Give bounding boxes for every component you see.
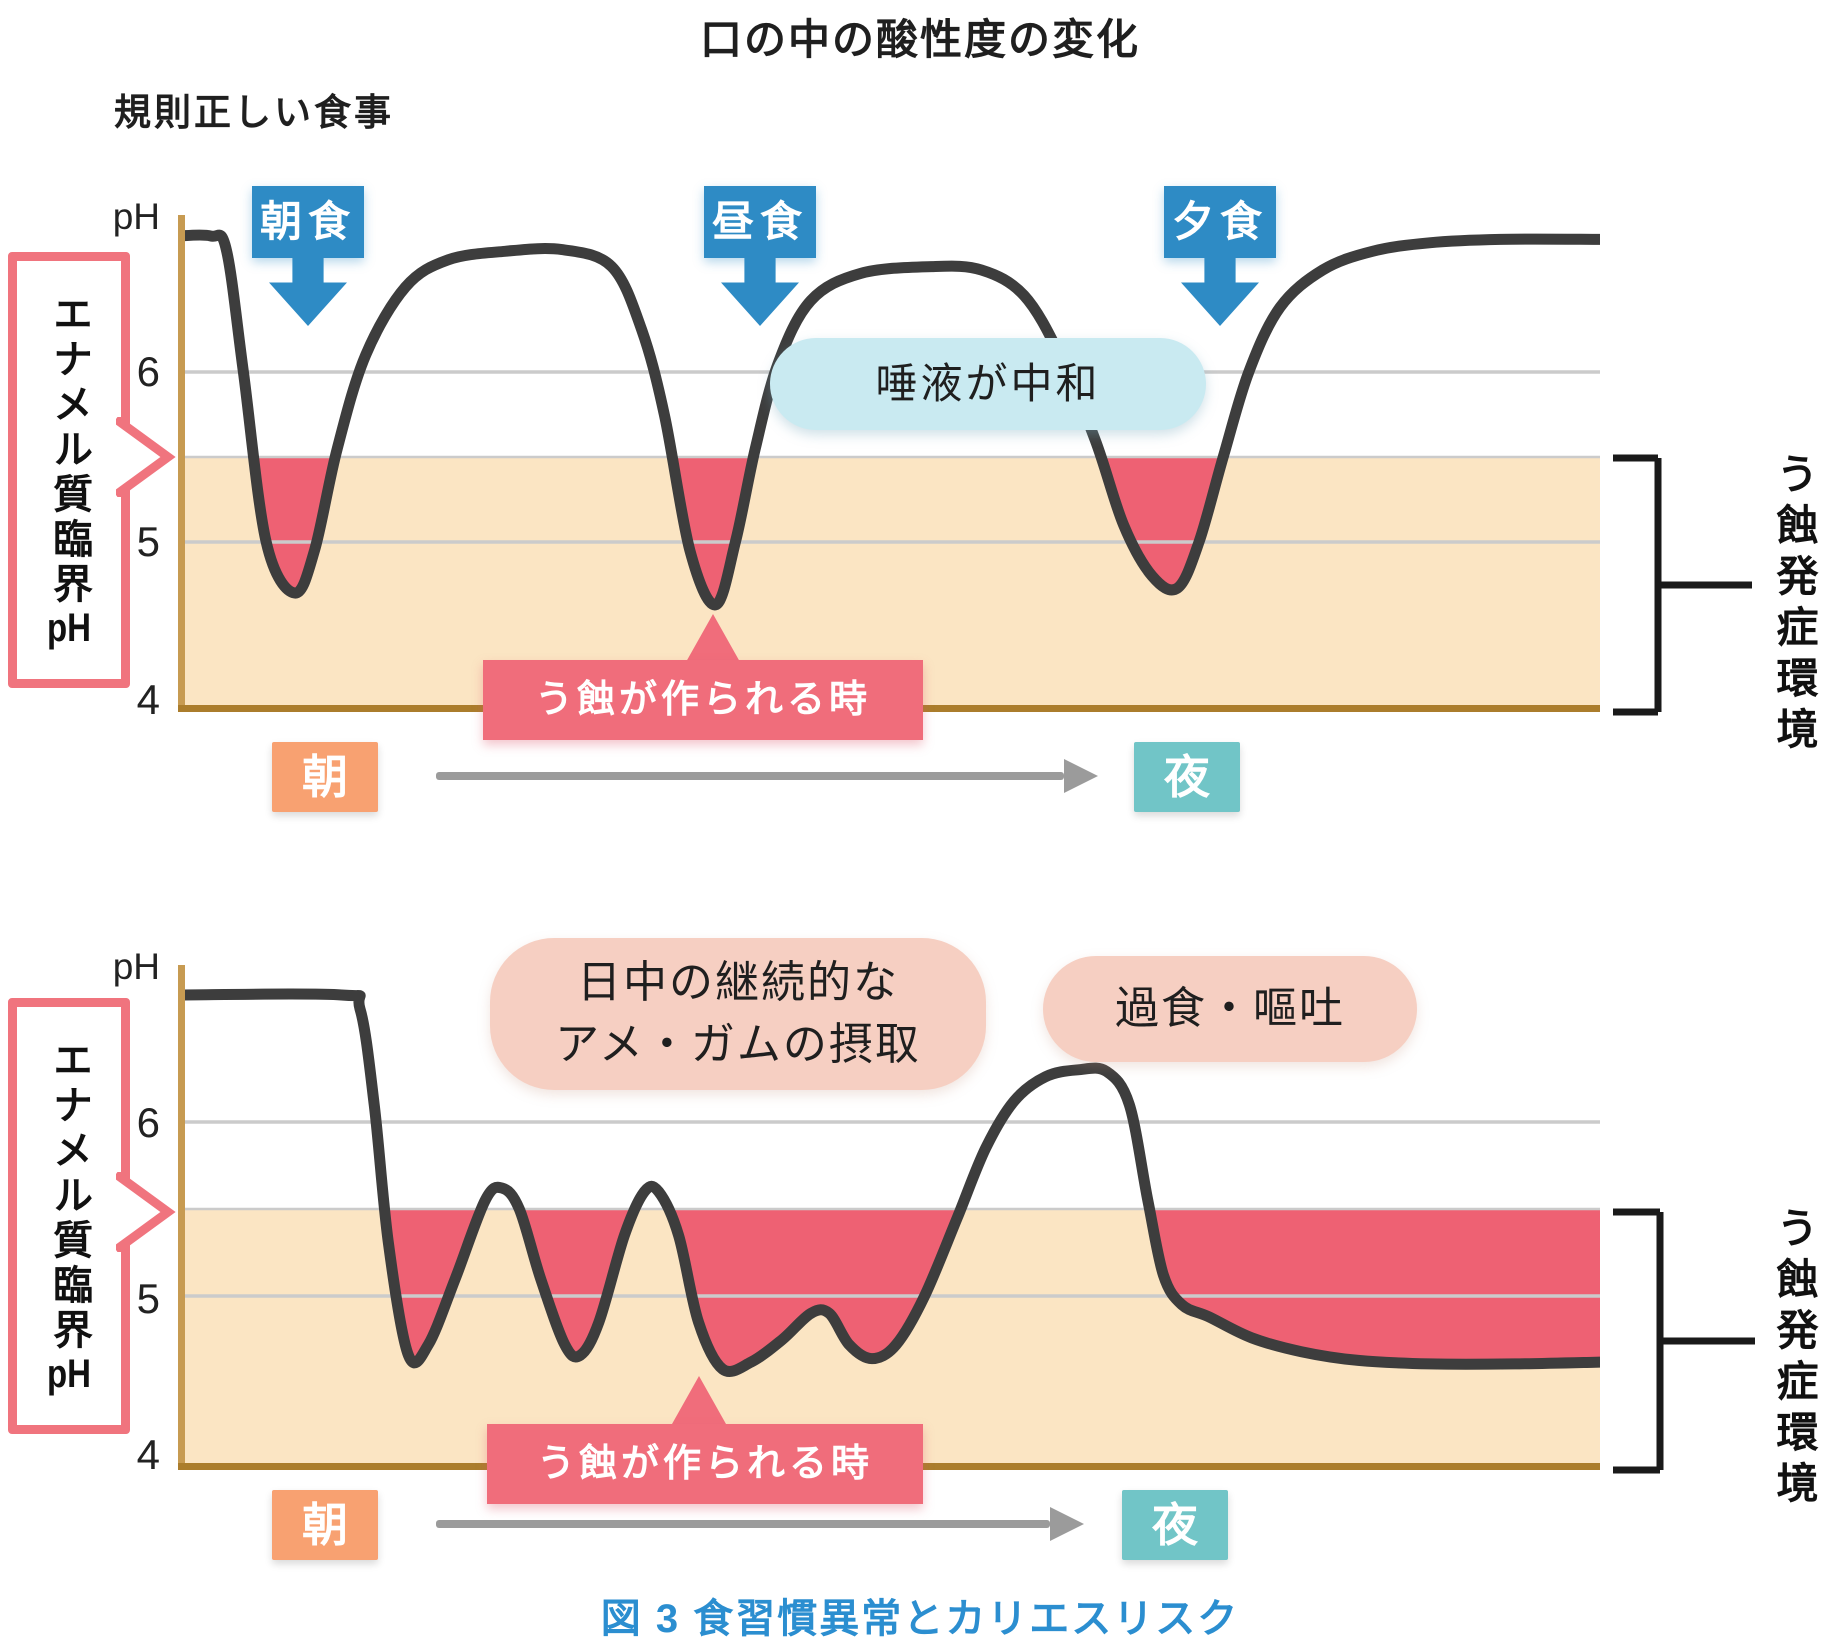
- chart2-ytick-5: 5: [136, 1275, 160, 1322]
- chart1-caries-callout-pointer: [686, 614, 740, 662]
- chart2-ytick-4: 4: [136, 1431, 160, 1478]
- chart2-night-label: 夜: [1122, 1490, 1228, 1560]
- chart1-timeline-arrow-line: [436, 772, 1064, 780]
- chart1-ph-curve-plot: [178, 215, 1600, 712]
- chart2-morning-label: 朝: [272, 1490, 378, 1560]
- chart1-night-label: 夜: [1134, 742, 1240, 812]
- chart2-caries-env-label: う蝕発症環境: [1771, 1206, 1818, 1512]
- chart2-ph-curve-plot: [178, 965, 1600, 1470]
- chart1-ytick-6: 6: [136, 348, 160, 395]
- chart2-timeline-arrow-line: [436, 1520, 1050, 1528]
- chart1-enamel-critical-ph-callout: エナメル質臨界pH: [8, 252, 130, 688]
- chart2-caries-forming-label: う蝕が作られる時: [487, 1424, 923, 1504]
- chart1-timeline-arrowhead-icon: [1064, 759, 1098, 793]
- chart2-caries-callout-pointer: [672, 1376, 726, 1424]
- chart2-ytick-6: 6: [136, 1099, 160, 1146]
- chart1-callout-pointer-icon: [116, 417, 176, 497]
- breakfast-label: 朝食: [252, 186, 364, 258]
- chart1-morning-label: 朝: [272, 742, 378, 812]
- chart1-ytick-5: 5: [136, 518, 160, 565]
- chart1-ph-axis-label: pH: [112, 196, 160, 237]
- chart2-enamel-critical-ph-text: エナメル質臨界pH: [47, 1038, 91, 1394]
- overeating-vomiting-bubble: 過食・嘔吐: [1043, 956, 1417, 1062]
- chart1-ytick-4: 4: [136, 676, 160, 723]
- chart2-timeline-arrowhead-icon: [1050, 1507, 1084, 1541]
- chart2-callout-pointer-icon: [116, 1172, 176, 1252]
- figure-title: 口の中の酸性度の変化: [699, 16, 1140, 63]
- chart1-subtitle: 規則正しい食事: [114, 92, 394, 133]
- chart1-caries-forming-label: う蝕が作られる時: [483, 660, 923, 740]
- lunch-label: 昼食: [704, 186, 816, 258]
- candy-gum-bubble: 日中の継続的な アメ・ガムの摂取: [490, 938, 986, 1090]
- chart1-caries-env-label: う蝕発症環境: [1771, 452, 1818, 758]
- candy-gum-bubble-line1: 日中の継続的な: [577, 958, 899, 1007]
- chart2-caries-env-bracket: [1613, 1208, 1755, 1474]
- figure-caption: 図 3 食習慣異常とカリエスリスク: [600, 1597, 1240, 1640]
- dinner-label: 夕食: [1164, 186, 1276, 258]
- candy-gum-bubble-line2: アメ・ガムの摂取: [555, 1020, 921, 1069]
- saliva-neutralize-bubble: 唾液が中和: [770, 338, 1206, 430]
- chart1-caries-env-bracket: [1613, 454, 1752, 716]
- chart2-enamel-critical-ph-callout: エナメル質臨界pH: [8, 998, 130, 1434]
- chart2-ph-axis-label: pH: [112, 946, 160, 987]
- chart1-enamel-critical-ph-text: エナメル質臨界pH: [47, 292, 91, 648]
